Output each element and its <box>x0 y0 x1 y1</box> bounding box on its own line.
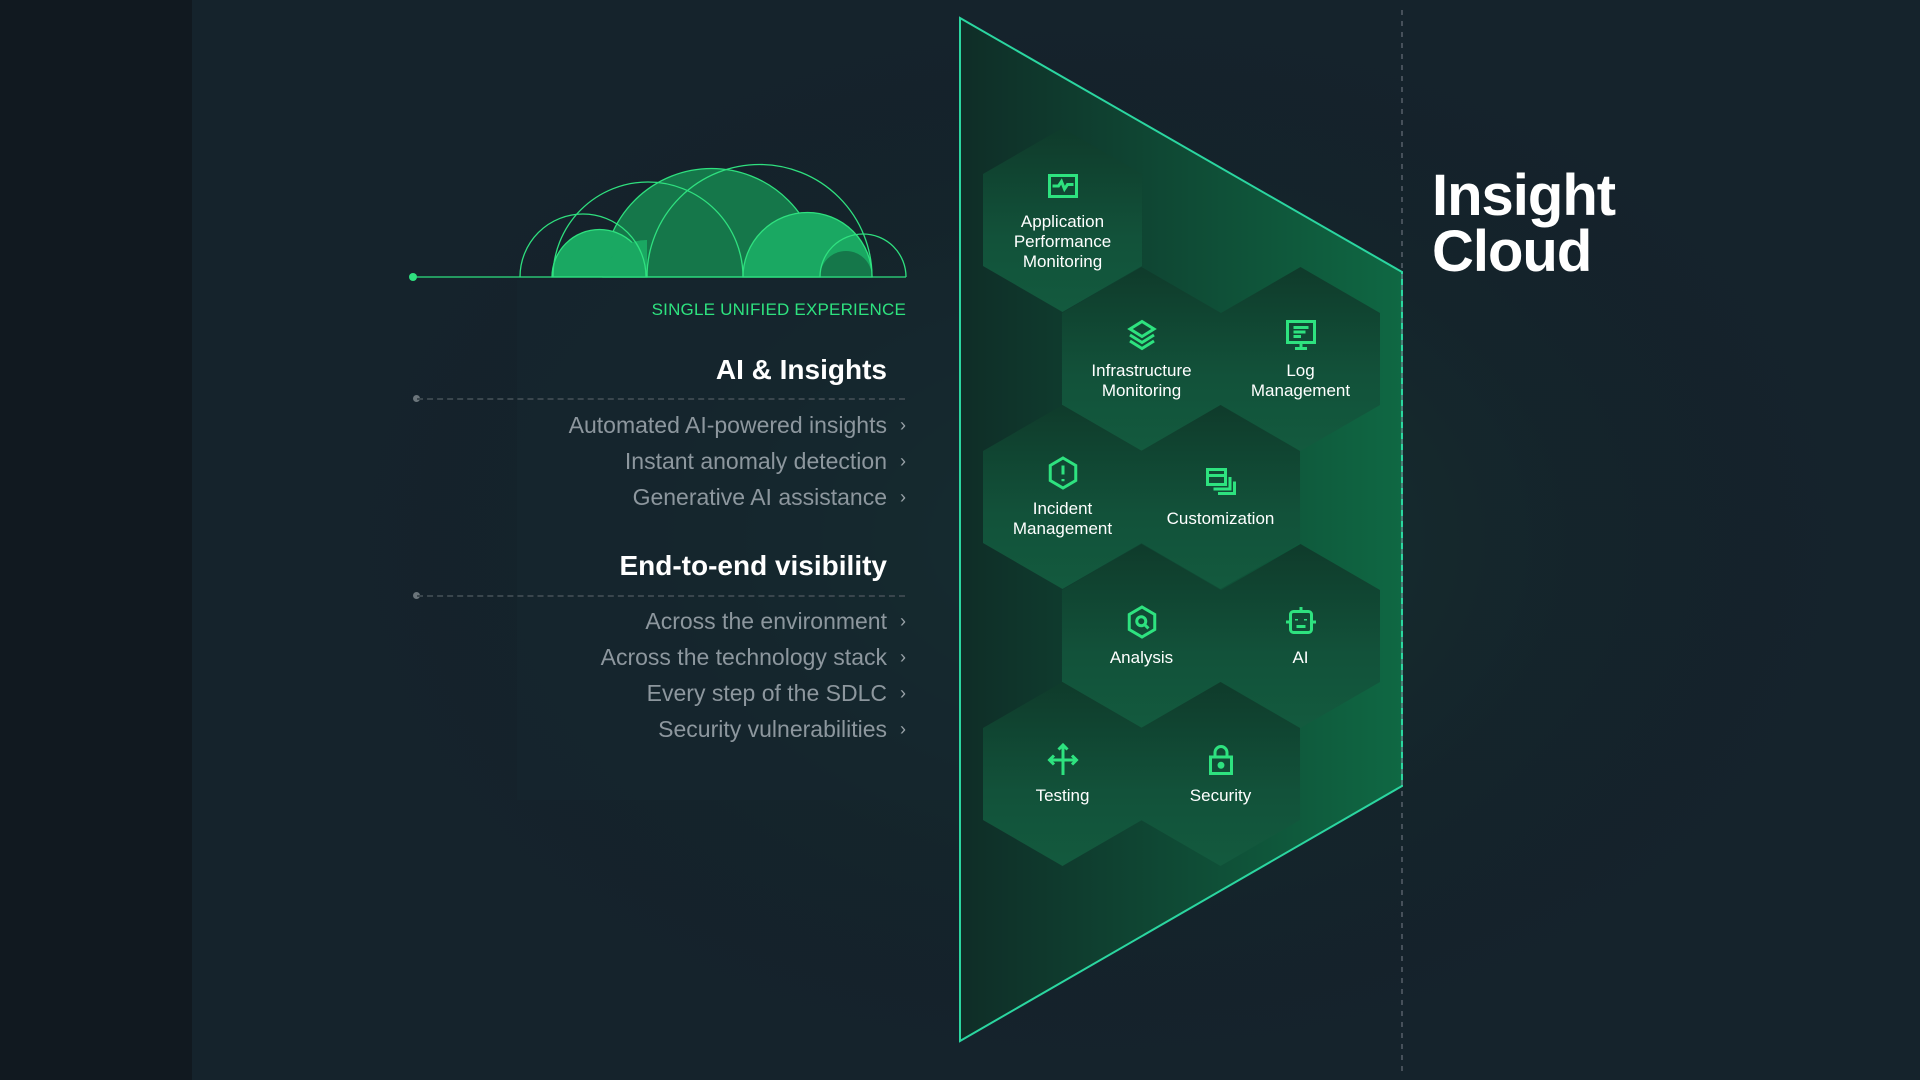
alert-hexagon-icon <box>1048 456 1077 490</box>
chevron-right-icon[interactable]: › <box>900 487 906 507</box>
chevron-right-icon[interactable]: › <box>900 719 906 739</box>
divider <box>417 595 905 597</box>
windows-stack-icon <box>1205 468 1236 495</box>
module-label: Customization <box>1166 509 1275 528</box>
module-label: Security <box>1189 786 1252 805</box>
list-item[interactable]: Instant anomaly detection <box>624 448 887 474</box>
section-title-visibility: End-to-end visibility <box>619 550 887 581</box>
activity-monitor-icon <box>1047 174 1078 198</box>
chevron-right-icon[interactable]: › <box>900 647 906 667</box>
list-item[interactable]: Across the technology stack <box>600 644 887 670</box>
list-item[interactable]: Automated AI-powered insights <box>568 412 887 438</box>
tagline: SINGLE UNIFIED EXPERIENCE <box>651 300 906 319</box>
product-title: Insight Cloud <box>1432 163 1616 284</box>
module-label: Analysis <box>1109 648 1174 667</box>
chevron-right-icon[interactable]: › <box>900 611 906 631</box>
divider <box>417 398 905 400</box>
section-title-ai-insights: AI & Insights <box>715 354 887 385</box>
module-testing[interactable]: Testing <box>983 682 1142 866</box>
search-hexagon-icon <box>1127 605 1156 639</box>
module-label: Infrastructure Monitoring <box>1091 361 1192 400</box>
chevron-right-icon[interactable]: › <box>900 451 906 471</box>
divider-dot <box>413 395 420 402</box>
product-title-line1: Insight <box>1432 163 1616 228</box>
module-security[interactable]: Security <box>1141 682 1300 866</box>
list-item[interactable]: Across the environment <box>645 608 887 634</box>
divider-dot <box>413 592 420 599</box>
layers-icon <box>1126 319 1157 351</box>
module-label: Incident Management <box>1012 499 1113 538</box>
product-title-line2: Cloud <box>1432 219 1592 284</box>
module-label: Testing <box>1035 786 1090 805</box>
robot-icon <box>1285 607 1316 634</box>
cloud-arcs <box>413 163 907 278</box>
monitor-log-icon <box>1285 320 1316 350</box>
lock-icon <box>1208 745 1233 775</box>
module-label: Application Performance Monitoring <box>1013 212 1112 271</box>
baseline-dot <box>409 273 417 281</box>
chevron-right-icon[interactable]: › <box>900 683 906 703</box>
list-item[interactable]: Generative AI assistance <box>632 484 887 510</box>
module-label: Log Management <box>1250 361 1351 400</box>
module-label: AI <box>1292 648 1309 667</box>
module-ai[interactable]: AI <box>1221 544 1380 728</box>
list-item[interactable]: Every step of the SDLC <box>646 680 887 706</box>
arrows-split-icon <box>1046 742 1079 775</box>
list-item[interactable]: Security vulnerabilities <box>658 716 887 742</box>
chevron-right-icon[interactable]: › <box>900 415 906 435</box>
